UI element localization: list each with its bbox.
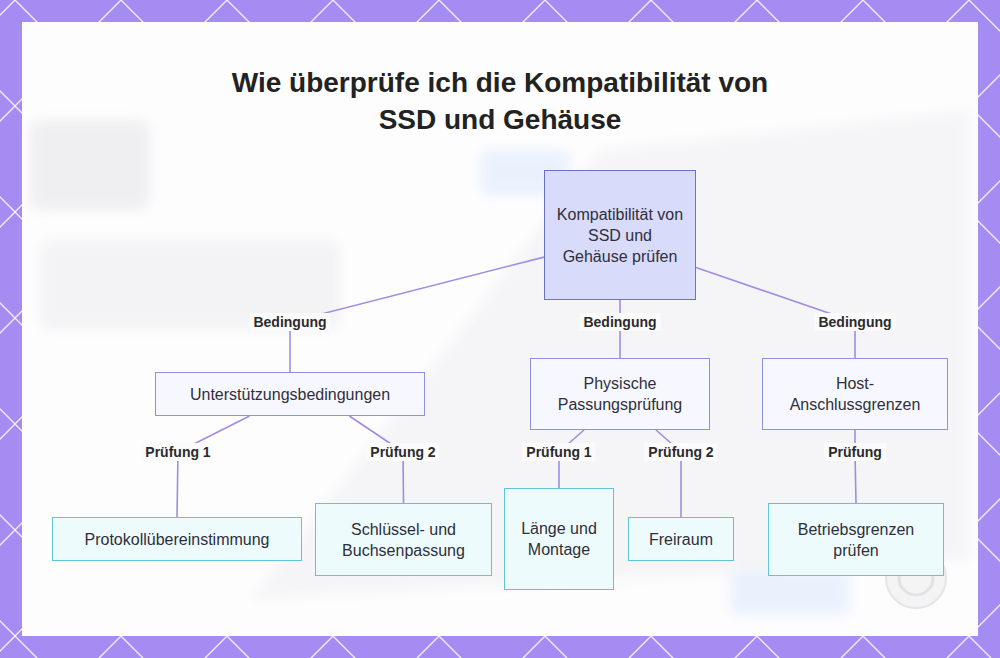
edge-label: Prüfung: [824, 443, 886, 461]
node-text: Schlüssel- und Buchsenpassung: [326, 519, 481, 561]
check-box: Betriebsgrenzen prüfen: [768, 503, 944, 576]
blurred-illustration: [30, 110, 970, 615]
node-text: Kompatibilität von SSD und Gehäuse prüfe…: [555, 204, 685, 267]
node-text: Betriebsgrenzen prüfen: [779, 519, 933, 561]
edge-label: Prüfung 2: [644, 443, 717, 461]
node-text: Host-Anschlussgrenzen: [773, 373, 937, 415]
condition-box: Physische Passungsprüfung: [530, 358, 710, 430]
node-text: Physische Passungsprüfung: [541, 373, 699, 415]
node-text: Protokollübereinstimmung: [85, 529, 270, 550]
condition-box: Host-Anschlussgrenzen: [762, 358, 948, 430]
panel: [22, 22, 978, 636]
node-text: Unterstützungsbedingungen: [190, 384, 390, 405]
edge-label: Prüfung 2: [366, 443, 439, 461]
connector-line: [177, 416, 250, 517]
edge-label: Prüfung 1: [522, 443, 595, 461]
check-box: Länge und Montage: [504, 488, 614, 590]
condition-box: Unterstützungsbedingungen: [155, 372, 425, 416]
root-box: Kompatibilität von SSD und Gehäuse prüfe…: [544, 170, 696, 300]
check-box: Schlüssel- und Buchsenpassung: [315, 503, 492, 576]
check-box: Freiraum: [628, 517, 734, 561]
diagram-title: Wie überprüfe ich die Kompatibilität von…: [225, 64, 775, 138]
edge-label: Prüfung 1: [141, 443, 214, 461]
connector-line: [855, 430, 856, 503]
edge-label: Bedingung: [249, 313, 330, 331]
check-box: Protokollübereinstimmung: [52, 517, 302, 561]
edge-label: Bedingung: [814, 313, 895, 331]
node-text: Freiraum: [649, 529, 713, 550]
node-text: Länge und Montage: [515, 518, 603, 560]
edge-label: Bedingung: [579, 313, 660, 331]
